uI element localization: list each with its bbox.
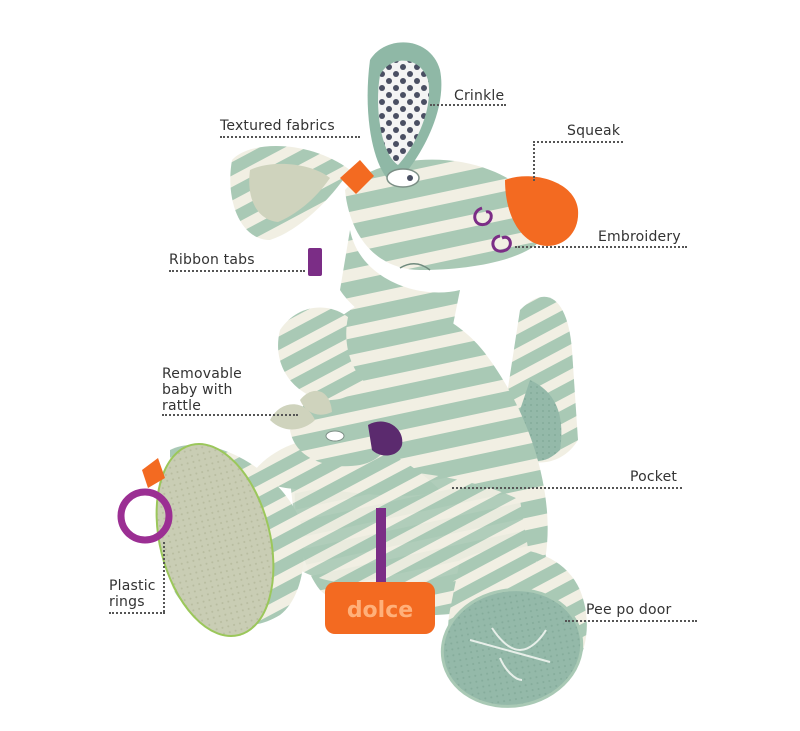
callout-removable-baby: Removable baby with rattle — [162, 366, 242, 414]
callout-squeak: Squeak — [567, 123, 621, 139]
back-ear-inner-shape — [249, 163, 330, 222]
callout-textured-fabrics: Textured fabrics — [220, 118, 335, 134]
door-ribbon — [376, 508, 386, 588]
baby-eye-shape — [325, 430, 345, 442]
callout-crinkle: Crinkle — [454, 88, 505, 104]
dragonfly-embroidery — [469, 627, 551, 681]
callout-removable-baby-line-2: baby with — [162, 382, 233, 398]
callout-removable-baby-line-3: rattle — [162, 398, 202, 414]
embroidery-swirl — [473, 206, 493, 227]
callout-removable-baby-line-1: Removable — [162, 366, 242, 382]
callout-embroidery: Embroidery — [598, 229, 681, 245]
logo-text: dolce — [347, 598, 413, 623]
callout-plastic-rings: Plastic rings — [109, 578, 156, 610]
leader-squeak-h — [533, 141, 623, 143]
leader-plastic-rings-v — [163, 542, 165, 612]
leader-crinkle — [430, 104, 506, 106]
mouth-shape — [399, 263, 431, 271]
left-foot-sole-shape — [155, 442, 275, 638]
logo-tag-shape — [325, 582, 435, 634]
eye-pupil-shape — [407, 175, 413, 181]
purple-ribbon-tab — [308, 248, 322, 276]
callout-plastic-rings-line-2: rings — [109, 594, 145, 610]
leader-textured-fabrics — [220, 136, 360, 138]
baby-ear-2-shape — [300, 390, 332, 415]
embroidery-swirl-2 — [491, 234, 512, 253]
callout-plastic-rings-line-1: Plastic — [109, 578, 156, 594]
leader-squeak-v — [533, 141, 535, 181]
ring-tab-shape — [142, 458, 165, 488]
baby-nose-shape — [368, 421, 403, 456]
baby-ear-shape — [270, 404, 315, 430]
crinkle-ear-inner-shape — [378, 60, 430, 165]
head-shape — [345, 159, 546, 270]
neck-shape — [340, 230, 460, 340]
pocket-shape — [290, 469, 530, 587]
leader-removable-baby — [162, 414, 298, 416]
leader-embroidery — [515, 246, 687, 248]
eye-shape — [386, 168, 420, 188]
leader-pee-po-door — [565, 620, 697, 622]
nose-squeak-shape — [505, 176, 579, 246]
orange-ribbon-tab — [340, 160, 374, 194]
callout-pocket: Pocket — [630, 469, 678, 485]
callout-ribbon-tabs: Ribbon tabs — [169, 252, 255, 268]
callout-pee-po-door: Pee po door — [586, 602, 672, 618]
leader-ribbon-tabs — [169, 270, 305, 272]
leader-pocket — [452, 487, 682, 489]
arm-shape — [278, 307, 369, 400]
leader-plastic-rings-h — [109, 612, 165, 614]
plastic-ring-shape — [117, 488, 173, 544]
